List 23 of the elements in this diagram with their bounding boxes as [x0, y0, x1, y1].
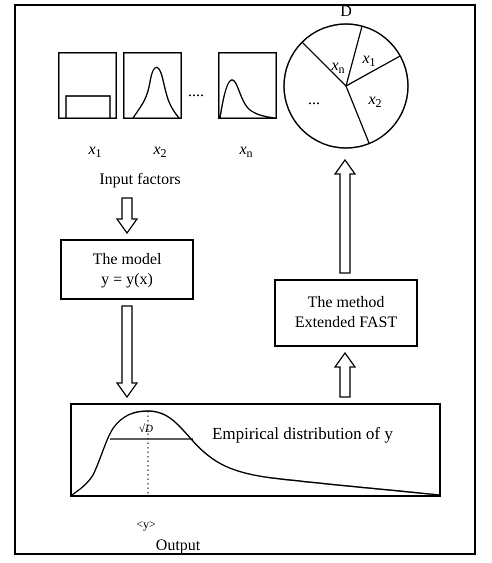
- hollow-arrow: [116, 305, 138, 398]
- distribution-title: Empirical distribution of y: [212, 423, 393, 445]
- process-box: [274, 279, 418, 347]
- sqrt-d-label: √D: [139, 422, 153, 437]
- box-subtitle: y = y(x): [101, 270, 153, 290]
- variable-label: x$_{n}$: [239, 140, 253, 162]
- variable-label: x$_{n}$: [331, 56, 345, 78]
- output-caption: Output: [156, 536, 200, 556]
- node-label: Input factors: [99, 170, 181, 190]
- mean-label: <y>: [136, 516, 156, 533]
- box-title: The method: [308, 293, 384, 313]
- variable-label: x$_{2}$: [368, 90, 382, 112]
- hollow-arrow: [334, 158, 356, 274]
- ellipsis: ...: [308, 90, 320, 110]
- variable-label: x$_{1}$: [362, 49, 376, 71]
- process-box: [60, 239, 194, 300]
- variable-label: x$_{2}$: [153, 140, 167, 162]
- box-subtitle: Extended FAST: [294, 313, 398, 333]
- ellipsis: ....: [188, 82, 204, 102]
- hollow-arrow: [334, 352, 356, 398]
- box-title: The model: [92, 250, 162, 270]
- variable-label: x$_{1}$: [88, 140, 102, 162]
- hollow-arrow: [116, 197, 138, 234]
